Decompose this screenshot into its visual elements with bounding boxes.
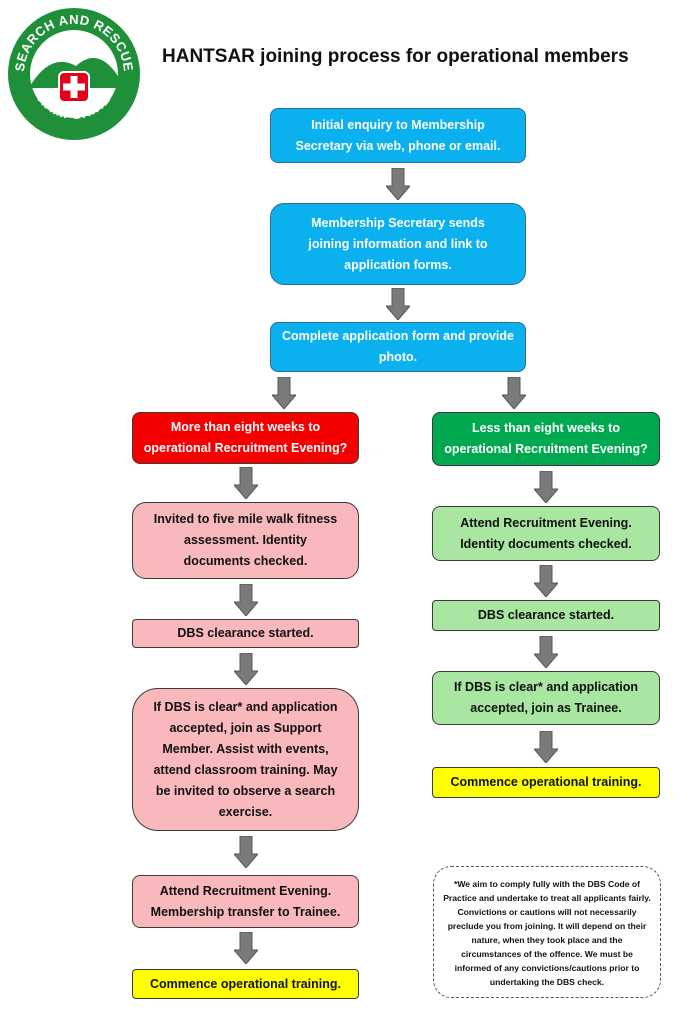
step-initial-enquiry: Initial enquiry to Membership Secretary … bbox=[270, 108, 526, 163]
left-step-recruitment-evening: Attend Recruitment Evening. Membership t… bbox=[132, 875, 359, 928]
arrow-down-icon bbox=[234, 836, 258, 868]
arrow-down-icon bbox=[234, 653, 258, 685]
arrow-down-icon bbox=[534, 565, 558, 597]
right-step-recruitment-evening: Attend Recruitment Evening. Identity doc… bbox=[432, 506, 660, 561]
arrow-down-icon bbox=[534, 731, 558, 763]
arrow-down-icon bbox=[386, 288, 410, 320]
arrow-down-icon bbox=[534, 636, 558, 668]
arrow-down-icon bbox=[386, 168, 410, 200]
arrow-down-icon bbox=[234, 584, 258, 616]
left-step-support-member: If DBS is clear* and application accepte… bbox=[132, 688, 359, 831]
right-step-dbs-started: DBS clearance started. bbox=[432, 600, 660, 631]
step-secretary-sends-info: Membership Secretary sends joining infor… bbox=[270, 203, 526, 285]
right-step-commence-training: Commence operational training. bbox=[432, 767, 660, 798]
hampshire-sar-logo: SEARCH AND RESCUE HAMPSHIRE bbox=[8, 8, 140, 140]
right-step-join-trainee: If DBS is clear* and application accepte… bbox=[432, 671, 660, 725]
step-complete-application: Complete application form and provide ph… bbox=[270, 322, 526, 372]
arrow-down-icon bbox=[534, 471, 558, 503]
arrow-down-icon bbox=[234, 932, 258, 964]
dbs-footnote: *We aim to comply fully with the DBS Cod… bbox=[433, 866, 661, 998]
left-step-dbs-started: DBS clearance started. bbox=[132, 619, 359, 648]
left-step-commence-training: Commence operational training. bbox=[132, 969, 359, 999]
arrow-down-icon bbox=[272, 377, 296, 409]
right-question-less-than-eight-weeks: Less than eight weeks to operational Rec… bbox=[432, 412, 660, 466]
left-step-fitness-walk: Invited to five mile walk fitness assess… bbox=[132, 502, 359, 579]
page-title: HANTSAR joining process for operational … bbox=[162, 46, 629, 67]
left-question-more-than-eight-weeks: More than eight weeks to operational Rec… bbox=[132, 412, 359, 464]
arrow-down-icon bbox=[502, 377, 526, 409]
arrow-down-icon bbox=[234, 467, 258, 499]
